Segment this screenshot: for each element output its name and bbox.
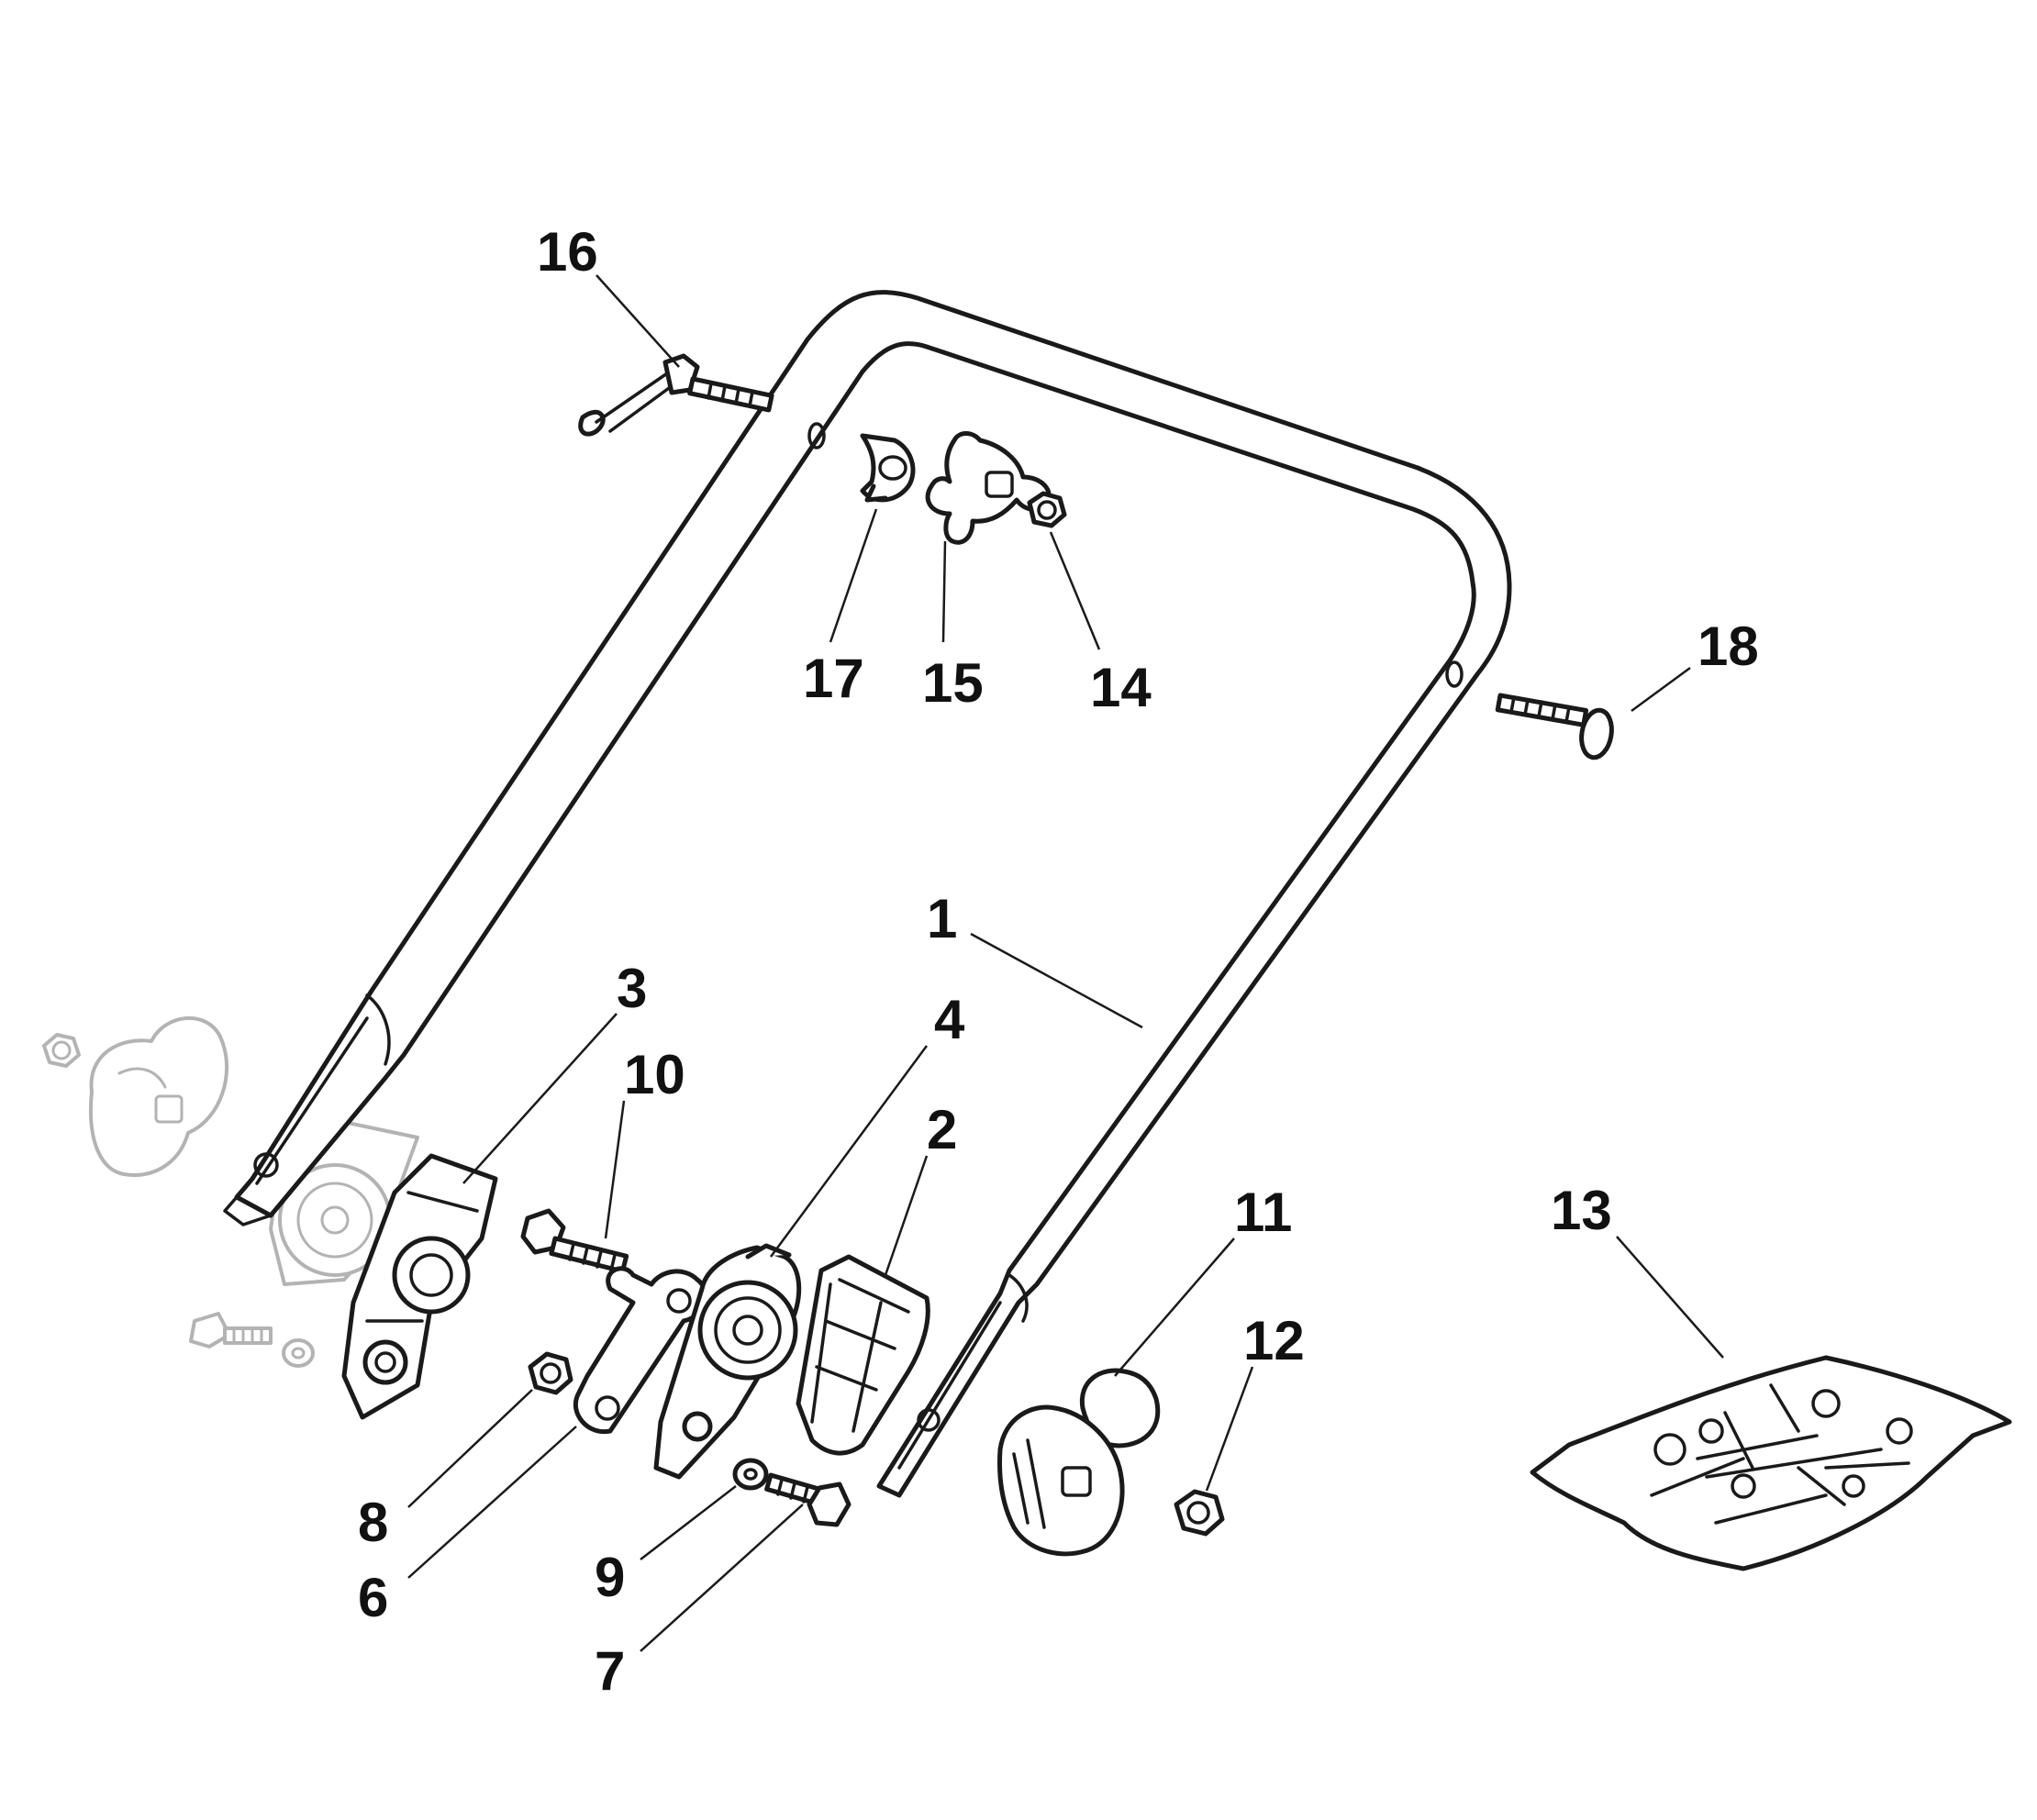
callout-17: 17	[803, 648, 864, 709]
small-knob	[860, 433, 916, 503]
ghost-parts	[42, 1015, 419, 1368]
callout-3: 3	[617, 958, 647, 1019]
callout-10: 10	[624, 1044, 685, 1105]
callout-14: 14	[1090, 657, 1152, 718]
callout-13: 13	[1551, 1180, 1612, 1241]
callout-labels: 1 2 3 4 6 7 8 9 10 11 12 13 14 15 16 17 …	[358, 221, 1759, 1702]
nut-8	[528, 1351, 573, 1395]
bolt-10	[520, 1208, 629, 1274]
callout-1: 1	[927, 888, 957, 949]
washer-9	[732, 1458, 769, 1491]
callout-2: 2	[927, 1099, 957, 1160]
callout-9: 9	[595, 1547, 625, 1608]
leader-lines	[407, 274, 1724, 1652]
link-plate-6	[573, 1266, 707, 1435]
callout-6: 6	[358, 1567, 388, 1628]
callout-16: 16	[537, 221, 598, 283]
callout-8: 8	[358, 1492, 388, 1553]
nut-14	[1027, 491, 1067, 528]
callout-7: 7	[595, 1640, 625, 1702]
large-knob-11	[997, 1368, 1161, 1557]
nut-12	[1174, 1489, 1225, 1537]
ratchet-cover-3	[341, 1153, 498, 1420]
callout-4: 4	[934, 989, 965, 1050]
clevis-pin	[578, 353, 774, 437]
callout-15: 15	[922, 652, 984, 714]
callout-18: 18	[1698, 616, 1759, 677]
hardware-bag-13	[1530, 1355, 2012, 1571]
star-knob	[925, 431, 1052, 545]
callout-12: 12	[1243, 1310, 1305, 1371]
handle-tube	[223, 290, 1512, 1498]
bolt-7	[764, 1472, 852, 1527]
grip-insert-2	[796, 1254, 930, 1456]
callout-11: 11	[1234, 1182, 1292, 1243]
ratchet-plate-4	[653, 1243, 802, 1480]
carriage-bolt	[1495, 693, 1614, 760]
